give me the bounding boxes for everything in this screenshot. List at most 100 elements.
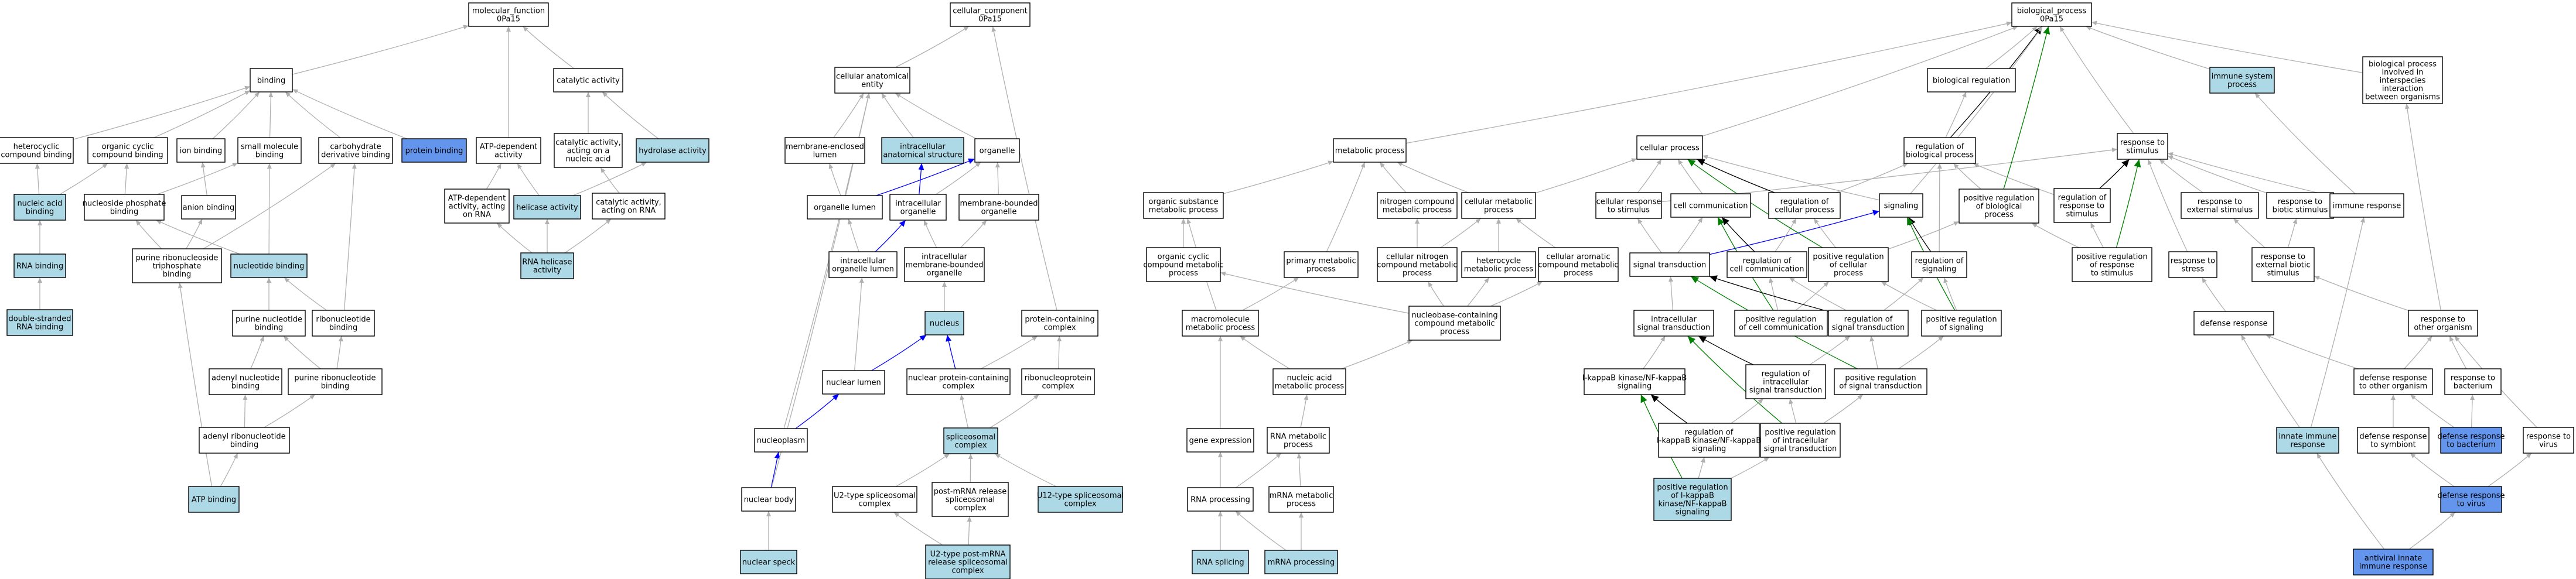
go-term-node-bioreg[interactable]: biological regulation <box>1927 68 2016 92</box>
go-term-node-signaling[interactable]: signaling <box>1879 193 1923 218</box>
go-term-node-metab[interactable]: metabolic process <box>1333 138 1407 163</box>
go-term-node-organelle[interactable]: organelle <box>974 138 1020 163</box>
go-term-node-speck[interactable]: nuclear speck <box>740 550 797 574</box>
go-term-node-helic[interactable]: helicase activity <box>513 195 581 220</box>
go-term-node-nucbody[interactable]: nuclear body <box>741 487 796 512</box>
go-term-node-sigtrans[interactable]: signal transduction <box>1629 252 1710 277</box>
go-term-node-protb[interactable]: protein binding <box>401 138 467 163</box>
go-term-node-atpb[interactable]: ATP binding <box>188 486 240 513</box>
go-term-node-cellproc[interactable]: cellular process <box>1636 135 1703 160</box>
go-term-node-binding[interactable]: binding <box>250 68 293 92</box>
go-term-node-nuclumen[interactable]: nuclear lumen <box>822 370 885 395</box>
go-term-node-mrnaproc[interactable]: mRNA processing <box>1264 550 1338 574</box>
go-term-node-catact[interactable]: catalytic activity <box>553 68 623 92</box>
go-term-node-rnasplic[interactable]: RNA splicing <box>1192 550 1249 574</box>
go-term-node-hydro[interactable]: hydrolase activity <box>636 138 709 163</box>
go-term-node-regikb[interactable]: regulation ofI-kappaB kinase/NF-kappaBsi… <box>1657 423 1761 458</box>
go-term-node-orglumen[interactable]: organelle lumen <box>807 195 883 220</box>
go-term-node-geneexp[interactable]: gene expression <box>1186 428 1254 453</box>
go-term-node-catrna[interactable]: catalytic activity,acting on RNA <box>592 193 666 220</box>
go-term-node-cellcomm[interactable]: cell communication <box>1670 193 1751 218</box>
go-term-node-anion[interactable]: anion binding <box>181 195 236 220</box>
go-term-node-defresp[interactable]: defense response <box>2193 311 2274 335</box>
go-term-node-rnaproc[interactable]: RNA processing <box>1187 487 1254 512</box>
go-term-node-nucleus[interactable]: nucleus <box>924 311 964 335</box>
go-term-node-nucb[interactable]: nucleotide binding <box>230 253 308 278</box>
